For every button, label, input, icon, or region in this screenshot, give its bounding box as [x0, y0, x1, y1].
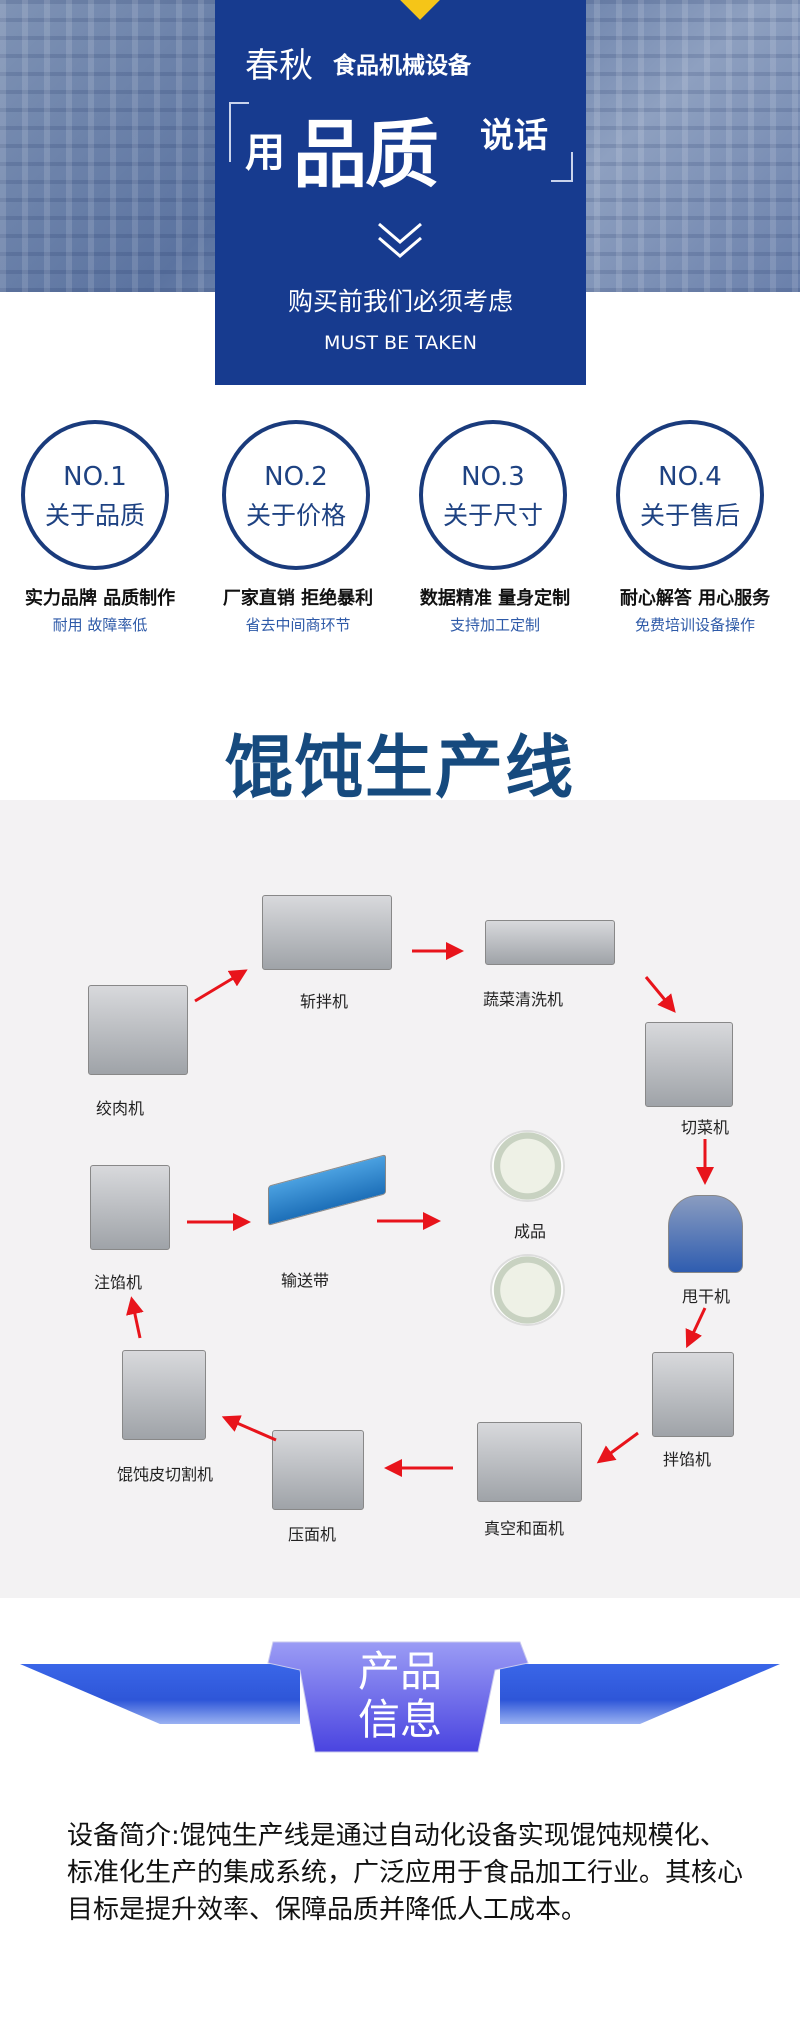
point-sub-4: 免费培训设备操作 [634, 616, 755, 634]
flow-arrows [126, 942, 714, 1477]
arrow-dryer-to-mixer [685, 1307, 707, 1349]
arrow-mixer-to-vacuum [596, 1431, 639, 1464]
point-title-3: 数据精准 量身定制 [419, 588, 571, 609]
banner-text: 产品 信息 [352, 1648, 448, 1744]
point-title-2: 厂家直销 拒绝暴利 [222, 588, 374, 609]
label-conveyor: 输送带 [280, 1271, 330, 1290]
label-mixer: 拌馅机 [662, 1450, 712, 1469]
hero-panel: 春秋 食品机械设备 用 品质 说话 购买前我们必须考虑 MUST BE TAKE… [215, 0, 586, 385]
production-flow-diagram: 斩拌机 蔬菜清洗机 绞肉机 切菜机 成品 注馅机 输送带 甩干机 拌馅机 馄饨皮… [0, 800, 800, 1598]
bracket-left [229, 102, 249, 162]
banner-right-wing [500, 1664, 780, 1724]
press-image [272, 1430, 364, 1510]
label-product: 成品 [513, 1222, 547, 1241]
label-cutter: 切菜机 [680, 1118, 730, 1137]
slogan-main: 品质 [293, 112, 439, 198]
label-wrapper-cutter: 馄饨皮切割机 [116, 1465, 214, 1484]
banner-center-tab [267, 1641, 529, 1753]
arrow-washer-to-cutter [644, 976, 676, 1013]
point-sub-1: 耐用 故障率低 [52, 616, 148, 634]
product-info-banner [20, 1641, 780, 1753]
point-sub-2: 省去中间商环节 [245, 616, 351, 634]
grinder-image [88, 985, 188, 1075]
mixer-image [652, 1352, 734, 1437]
brand-name: 春秋 [245, 46, 313, 86]
wonton-bowl-image-1 [490, 1130, 565, 1202]
label-grinder: 绞肉机 [95, 1099, 145, 1118]
chopper-image [262, 895, 392, 970]
cutter-image [645, 1022, 733, 1107]
dryer-image [668, 1195, 743, 1273]
label-washer: 蔬菜清洗机 [482, 990, 564, 1009]
label-chopper: 斩拌机 [299, 992, 349, 1011]
consider-heading: 购买前我们必须考虑 [287, 287, 513, 316]
point-title-1: 实力品牌 品质制作 [24, 588, 176, 609]
slogan-prefix: 用 [245, 130, 285, 176]
wrapper-cutter-image [122, 1350, 206, 1440]
slogan-suffix: 说话 [480, 116, 548, 156]
section-title: 馄饨生产线 [224, 729, 575, 808]
washer-image [485, 920, 615, 965]
label-filler: 注馅机 [93, 1273, 143, 1292]
arrow-wrapper-to-filler [126, 1296, 144, 1339]
label-press: 压面机 [287, 1525, 337, 1544]
product-description: 设备简介:馄饨生产线是通过自动化设备实现馄饨规模化、标准化生产的集成系统，广泛应… [67, 1821, 744, 1925]
banner-line-1: 产品 [357, 1647, 442, 1696]
must-be-taken: MUST BE TAKEN [324, 332, 477, 354]
arrow-grinder-to-chopper [194, 969, 248, 1003]
double-chevron-down-icon [378, 222, 422, 258]
brand-subtitle: 食品机械设备 [333, 53, 471, 79]
wonton-bowl-image-2 [490, 1254, 565, 1326]
banner-line-2: 信息 [357, 1695, 442, 1744]
arrow-press-to-wrapper [221, 1415, 277, 1442]
point-sub-3: 支持加工定制 [449, 616, 540, 634]
diamond-decoration [393, 0, 447, 20]
point-title-4: 耐心解答 用心服务 [619, 588, 771, 609]
label-vacuum-mixer: 真空和面机 [483, 1519, 565, 1538]
filler-image [90, 1165, 170, 1250]
vacuum-mixer-image [477, 1422, 582, 1502]
label-dryer: 甩干机 [681, 1287, 731, 1306]
banner-left-wing [20, 1664, 300, 1724]
bracket-right [551, 152, 573, 182]
